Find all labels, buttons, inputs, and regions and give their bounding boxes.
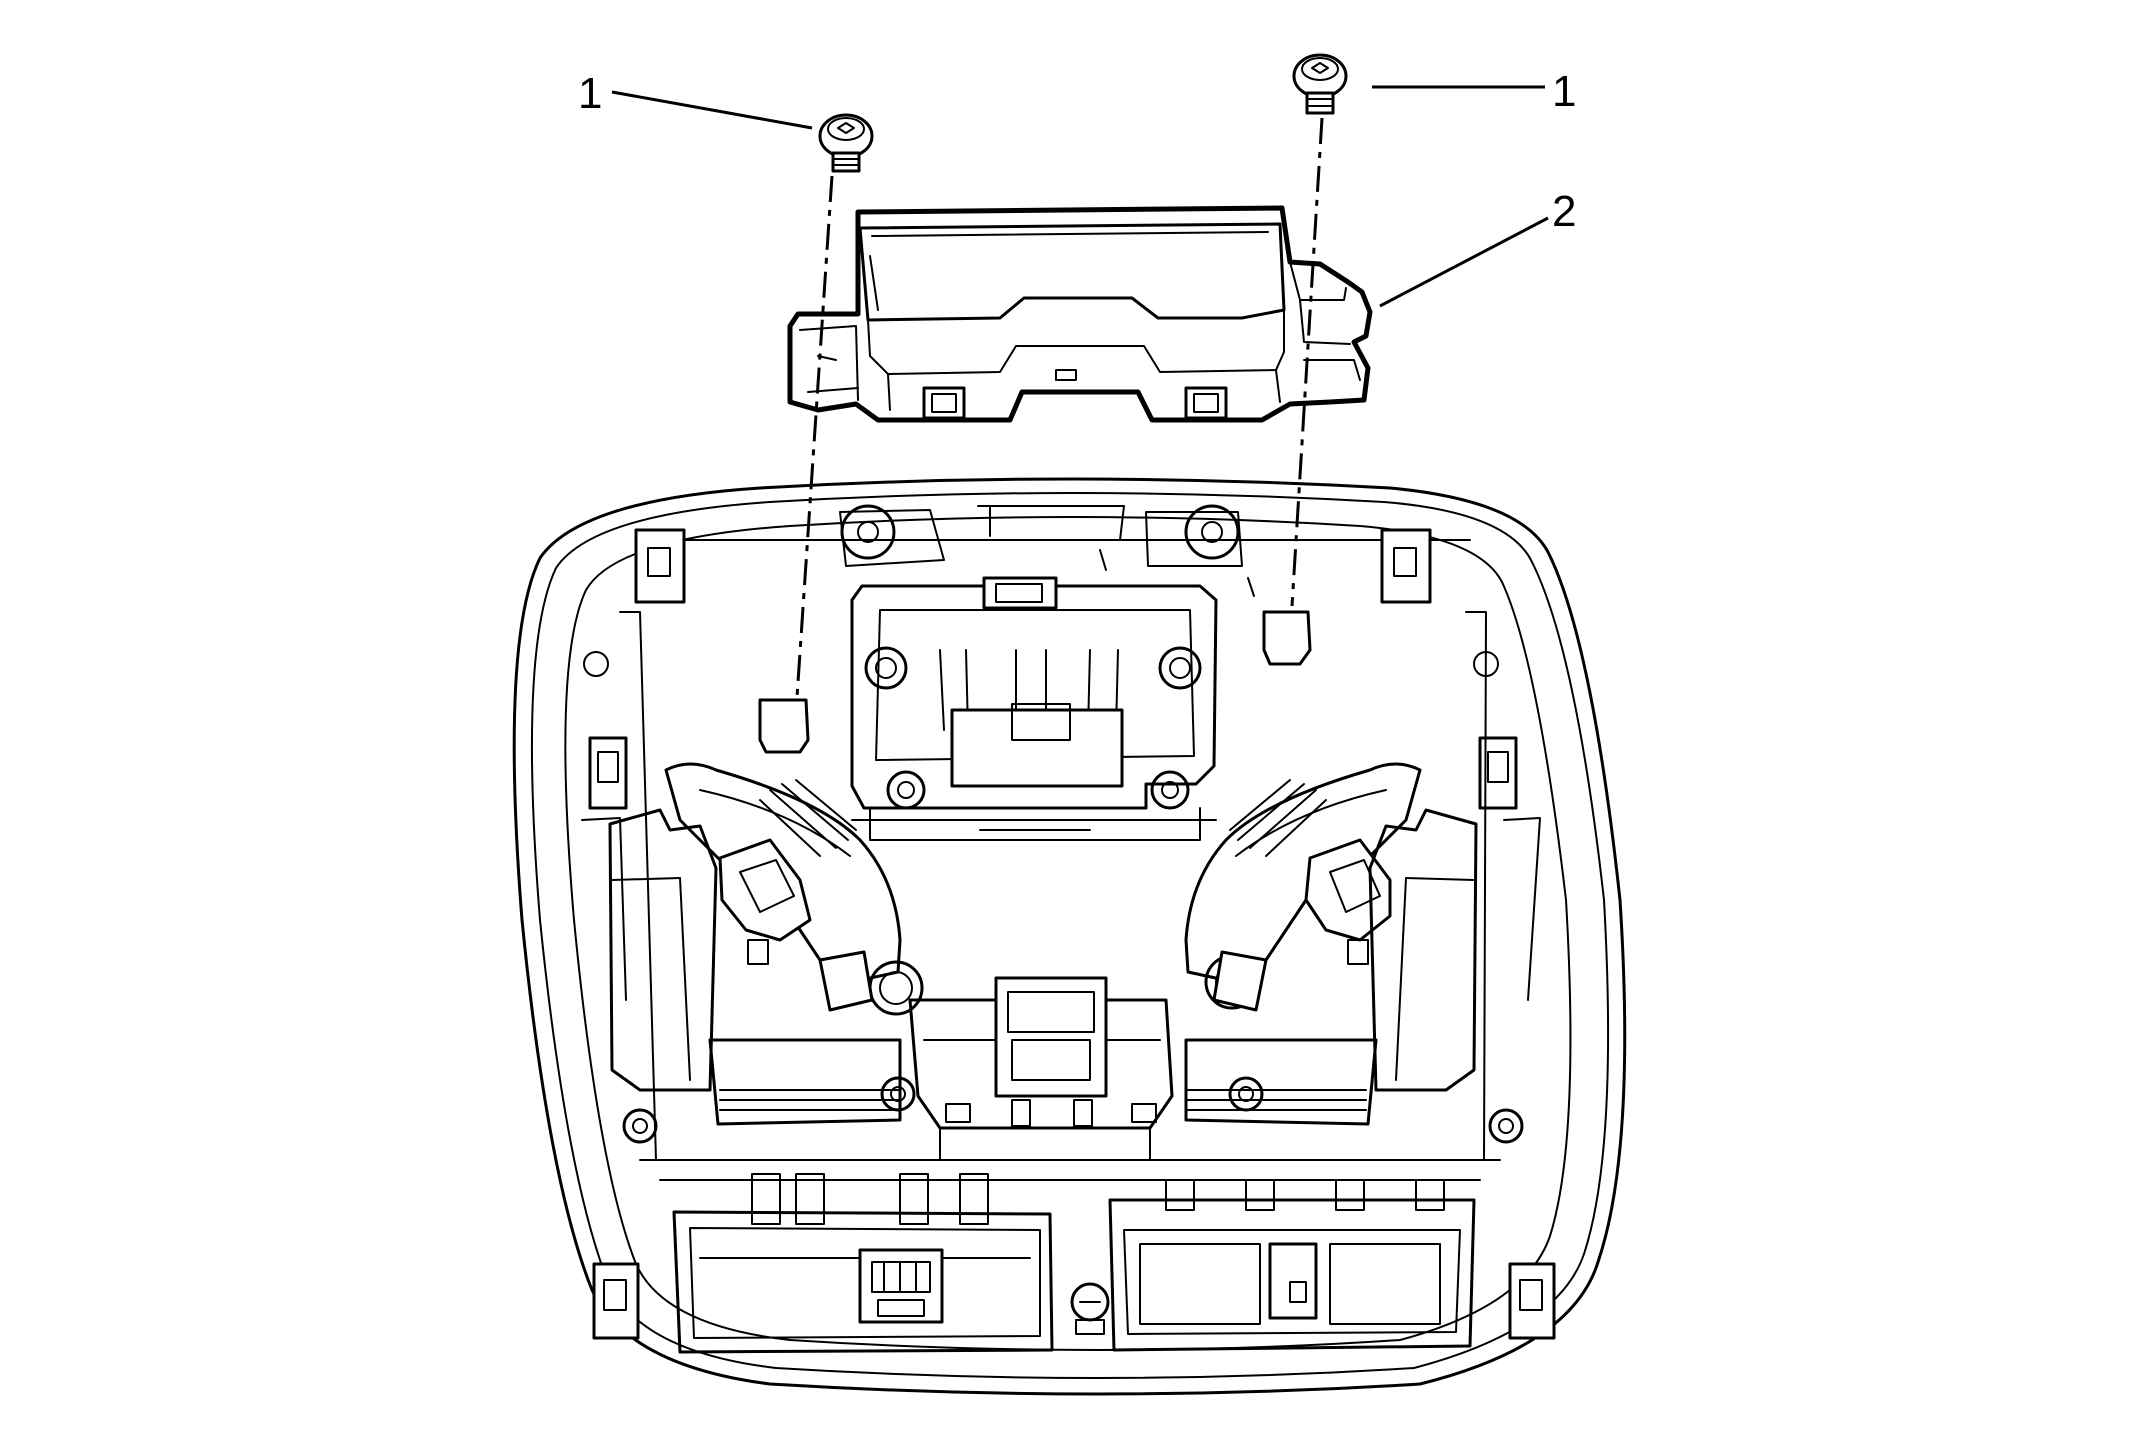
callout-2: 2	[1379, 187, 1576, 308]
leader-line-1-left	[611, 90, 813, 130]
center-connector-block	[908, 976, 1174, 1161]
screw-right	[1292, 53, 1348, 115]
callout-label-2: 2	[1552, 187, 1576, 236]
callout-label-1-left: 1	[578, 69, 602, 118]
callout-1-left: 1	[578, 69, 813, 130]
right-lamp-assembly	[1184, 762, 1478, 1126]
control-module	[787, 205, 1373, 423]
left-switch-bank	[672, 1173, 1054, 1354]
leader-line-2	[1379, 216, 1549, 308]
alignment-line-right	[1290, 117, 1324, 607]
callout-label-1-right: 1	[1552, 67, 1576, 116]
screw-left	[818, 113, 874, 173]
alignment-line-left	[794, 175, 834, 713]
console-housing	[512, 477, 1627, 1396]
callout-1-right: 1	[1372, 67, 1576, 116]
right-switch-bank	[1108, 1179, 1476, 1352]
left-lamp-assembly	[608, 762, 924, 1126]
